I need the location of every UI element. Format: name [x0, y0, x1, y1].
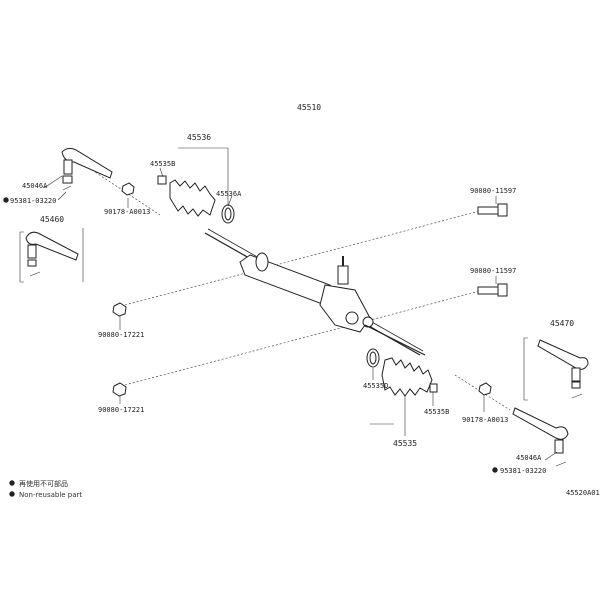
label-45470: 45470	[550, 319, 574, 328]
clip-right	[429, 383, 438, 393]
tie-rod-end-right	[512, 407, 569, 467]
bracket-right	[523, 337, 528, 401]
label-45536: 45536	[187, 133, 211, 142]
label-90080-11597-middle: 90080-11597	[470, 267, 516, 275]
tie-rod-left	[25, 231, 79, 277]
leader-line	[544, 451, 558, 461]
legend: 再使用不可部品 Non-reusable part	[9, 479, 82, 499]
tie-rod-end-left	[61, 147, 113, 191]
legend-marker	[9, 491, 15, 497]
label-90080-17221-lower: 90080-17221	[98, 406, 144, 414]
label-90080-17221-middle: 90080-17221	[98, 331, 144, 339]
label-45535d: 45535D	[363, 382, 388, 390]
dash-line	[124, 210, 481, 306]
nut-middle	[112, 302, 127, 317]
label-90080-11597-upper: 90080-11597	[470, 187, 516, 195]
legend-text-jp: 再使用不可部品	[19, 479, 68, 488]
label-45510: 45510	[297, 103, 321, 112]
leader-line	[57, 191, 67, 201]
nut-lower	[112, 382, 127, 397]
label-45460: 45460	[40, 215, 64, 224]
clamp-right	[366, 348, 380, 368]
leader-line	[159, 167, 164, 178]
clip-left	[157, 175, 167, 185]
non-reusable-marker	[3, 197, 9, 203]
clamp-left	[221, 204, 235, 224]
bracket-left	[19, 231, 24, 283]
label-90178-right: 90178-A0013	[462, 416, 508, 424]
dash-line	[124, 290, 481, 386]
label-45535b-left: 45535B	[150, 160, 175, 168]
legend-marker	[9, 480, 15, 486]
label-45046a-right: 45046A	[516, 454, 542, 462]
label-45535b-right: 45535B	[424, 408, 449, 416]
nut-left	[121, 182, 135, 196]
tie-rod-right	[537, 339, 589, 399]
bolt-middle	[477, 283, 508, 297]
diagram-id: 45520A01	[566, 489, 600, 497]
label-95381-left: 95381-03220	[10, 197, 56, 205]
label-45536a: 45536A	[216, 190, 242, 198]
bolt-upper	[477, 203, 508, 217]
boot-left	[169, 179, 216, 217]
boot-right	[381, 357, 433, 397]
label-45046a-left: 45046A	[22, 182, 48, 190]
leader-line	[43, 175, 63, 189]
nut-right	[478, 382, 492, 396]
legend-text-en: Non-reusable part	[19, 491, 82, 499]
label-90178-left: 90178-A0013	[104, 208, 150, 216]
steering-rack	[204, 228, 426, 356]
leader-line	[227, 195, 233, 207]
non-reusable-marker	[492, 467, 498, 473]
label-45535: 45535	[393, 439, 417, 448]
label-95381-right: 95381-03220	[500, 467, 546, 475]
